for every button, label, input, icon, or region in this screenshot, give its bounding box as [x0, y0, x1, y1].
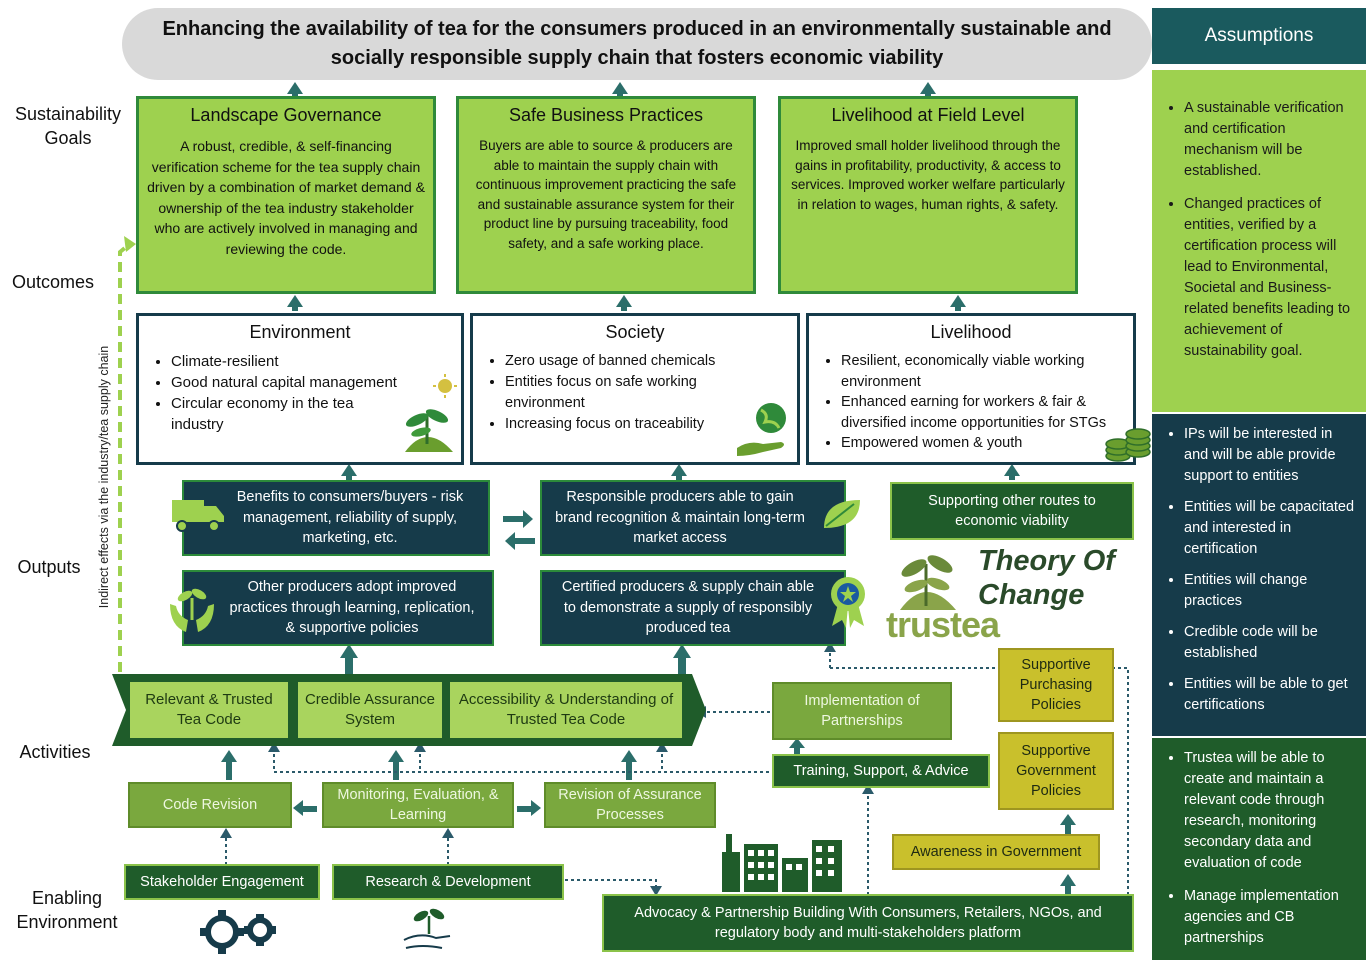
trustea-logo: Theory Of Change trustea	[884, 540, 1124, 644]
output-other-producers: Other producers adopt improved practices…	[182, 570, 494, 646]
enabler-stakeholder-engagement: Stakeholder Engagement	[124, 864, 320, 900]
city-buildings-icon	[722, 834, 842, 892]
output-responsible-producers: Responsible producers able to gain brand…	[540, 480, 846, 556]
outcome-item: Resilient, economically viable working e…	[841, 351, 1123, 392]
outcome-environment: Environment Climate-resilient Good natur…	[136, 313, 464, 465]
outcome-title: Environment	[249, 322, 351, 342]
row-label-outputs: Outputs	[17, 557, 81, 577]
assumption-item: Manage implementation agencies and CB pa…	[1184, 886, 1358, 949]
activity-revision-assurance: Revision of Assurance Processes	[544, 782, 716, 828]
truck-icon	[172, 500, 224, 532]
assumption-item: A sustainable verification and certifica…	[1184, 98, 1358, 182]
goal-text: A robust, credible, & self-financing ver…	[147, 138, 425, 257]
globe-hand-icon	[737, 403, 786, 456]
assumption-item: Credible code will be established	[1184, 622, 1358, 664]
goal-title: Landscape Governance	[190, 105, 382, 125]
enabler-text: Research & Development	[365, 874, 531, 890]
outcome-title: Society	[605, 322, 665, 342]
leaf-icon	[824, 500, 860, 528]
outcome-item: Zero usage of banned chemicals	[505, 351, 719, 372]
row-label-activities: Activities	[19, 742, 91, 762]
goal-text: Improved small holder livelihood through…	[791, 138, 1065, 212]
output-certified-producers: Certified producers & supply chain able …	[540, 570, 846, 646]
activity-training: Training, Support, & Advice	[772, 754, 990, 788]
gears-icon	[200, 910, 276, 954]
outcome-item: Circular economy in the tea industry	[171, 393, 399, 435]
goal-title: Livelihood at Field Level	[831, 105, 1025, 125]
goal-livelihood-field-level: Livelihood at Field Level Improved small…	[778, 96, 1078, 294]
outcome-item: Enhanced earning for workers & fair & di…	[841, 392, 1123, 433]
activity-code-revision: Code Revision	[128, 782, 292, 828]
assumption-item: Entities will be capacitated and interes…	[1184, 497, 1358, 560]
logo-line-1: Theory Of	[978, 545, 1115, 577]
sun-plant-icon	[405, 374, 457, 452]
hands-plant-icon	[170, 588, 214, 632]
activity-text: Supportive Purchasing Policies	[1019, 657, 1093, 713]
activity-government-policies: Supportive Government Policies	[998, 732, 1114, 810]
activity-mel: Monitoring, Evaluation, & Learning	[322, 782, 514, 828]
coins-icon	[1105, 428, 1151, 462]
activity-tea-code: Relevant & Trusted Tea Code	[130, 682, 288, 738]
assumptions-group-activities: Trustea will be able to create and maint…	[1152, 738, 1366, 960]
assumption-item: Trustea will be able to create and maint…	[1184, 748, 1358, 874]
activity-accessibility: Accessibility & Understanding of Trusted…	[450, 682, 682, 738]
activity-purchasing-policies: Supportive Purchasing Policies	[998, 648, 1114, 722]
output-text: Responsible producers able to gain brand…	[555, 489, 805, 547]
activity-implementation-partnerships: Implementation of Partnerships	[772, 682, 952, 740]
activity-text: Supportive Government Policies	[1016, 743, 1096, 799]
goal-safe-business-practices: Safe Business Practices Buyers are able …	[456, 96, 756, 294]
activity-text: Credible Assurance System	[304, 691, 436, 728]
goal-landscape-governance: Landscape Governance A robust, credible,…	[136, 96, 436, 294]
certificate-badge-icon	[831, 577, 865, 628]
goal-title: Safe Business Practices	[508, 105, 704, 125]
enabler-research-development: Research & Development	[332, 864, 564, 900]
activity-text: Revision of Assurance Processes	[558, 787, 702, 823]
activity-awareness-government: Awareness in Government	[892, 834, 1100, 870]
activity-text: Code Revision	[162, 797, 258, 813]
enabler-advocacy: Advocacy & Partnership Building With Con…	[602, 894, 1134, 952]
assumptions-group-goals: A sustainable verification and certifica…	[1152, 70, 1366, 412]
output-other-routes: Supporting other routes to economic viab…	[890, 482, 1134, 540]
output-text: Benefits to consumers/buyers - risk mana…	[236, 489, 464, 547]
outcome-item: Climate-resilient	[171, 351, 399, 372]
output-text: Certified producers & supply chain able …	[561, 579, 815, 637]
output-benefits: Benefits to consumers/buyers - risk mana…	[182, 480, 490, 556]
enabler-text: Advocacy & Partnership Building With Con…	[634, 905, 1102, 941]
outcome-item: Empowered women & youth	[841, 433, 1123, 454]
outcome-item: Good natural capital management	[171, 372, 399, 393]
activity-text: Monitoring, Evaluation, & Learning	[337, 787, 499, 823]
indirect-effects-label-wrap: Indirect effects via the industry/tea su…	[92, 330, 116, 630]
assumptions-title: Assumptions	[1152, 8, 1366, 64]
activity-text: Relevant & Trusted Tea Code	[145, 691, 273, 728]
assumptions-group-outputs: IPs will be interested in and will be ab…	[1152, 414, 1366, 736]
indirect-effects-label: Indirect effects via the industry/tea su…	[97, 345, 111, 609]
outcome-title: Livelihood	[930, 322, 1012, 342]
output-text: Supporting other routes to economic viab…	[928, 493, 1096, 529]
assumption-item: Changed practices of entities, verified …	[1184, 194, 1358, 362]
outcome-item: Increasing focus on traceability	[505, 414, 719, 435]
row-label-outcomes: Outcomes	[11, 272, 95, 292]
activity-text: Training, Support, & Advice	[793, 763, 969, 779]
assumption-item: IPs will be interested in and will be ab…	[1184, 424, 1358, 487]
goal-banner: Enhancing the availability of tea for th…	[122, 8, 1152, 80]
row-label-enabling: Enabling Environment	[16, 888, 118, 932]
assumption-item: Entities will change practices	[1184, 570, 1358, 612]
tea-plant-logo-icon	[900, 555, 956, 610]
activity-text: Accessibility & Understanding of Trusted…	[458, 691, 674, 728]
logo-brand: trustea	[886, 604, 1000, 645]
outcome-livelihood: Livelihood Resilient, economically viabl…	[806, 313, 1136, 465]
hand-seedling-icon	[403, 908, 451, 949]
activity-text: Awareness in Government	[910, 844, 1082, 860]
goal-text: Buyers are able to source & producers ar…	[475, 138, 737, 251]
row-label-goals: Sustainability Goals	[14, 104, 122, 148]
logo-line-2: Change	[978, 579, 1085, 611]
output-text: Other producers adopt improved practices…	[229, 579, 475, 637]
activity-assurance-system: Credible Assurance System	[298, 682, 442, 738]
outcome-society: Society Zero usage of banned chemicals E…	[470, 313, 800, 465]
enabler-text: Stakeholder Engagement	[140, 874, 304, 890]
activity-text: Implementation of Partnerships	[804, 693, 920, 729]
assumption-item: Entities will be able to get certificati…	[1184, 674, 1358, 716]
outcome-item: Entities focus on safe working environme…	[505, 372, 719, 414]
